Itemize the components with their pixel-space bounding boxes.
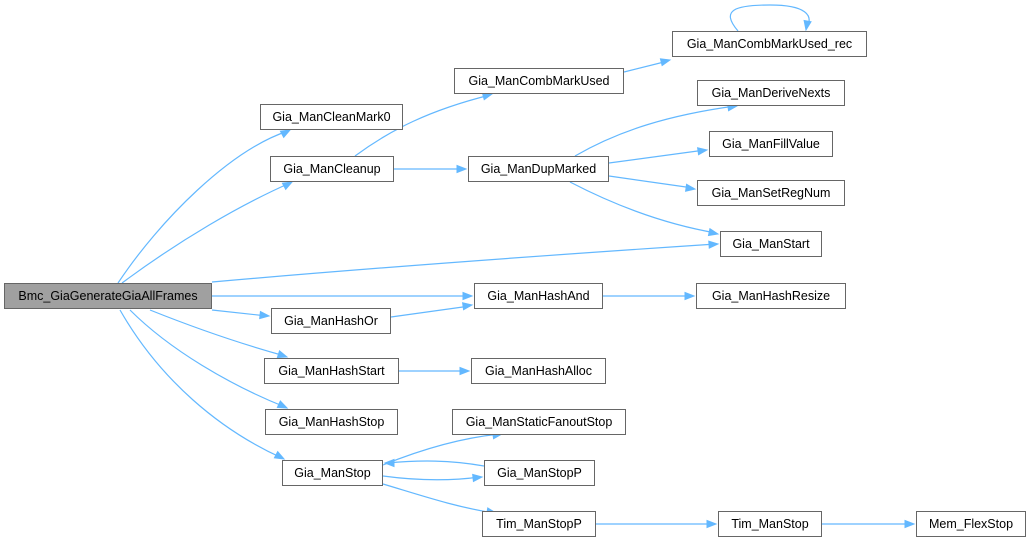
node-gia-man-hash-start[interactable]: Gia_ManHashStart: [264, 358, 399, 384]
edge-bmc-to-hash-and-arrowhead: [462, 291, 474, 301]
node-tim-man-stop-p[interactable]: Tim_ManStopP: [482, 511, 596, 537]
node-gia-man-start[interactable]: Gia_ManStart: [720, 231, 822, 257]
edge-hash-and-to-hash-resize-arrowhead: [684, 291, 696, 301]
edge-rec-self-loop-arrowhead: [803, 19, 812, 32]
node-gia-man-comb-mark-used-rec[interactable]: Gia_ManCombMarkUsed_rec: [672, 31, 867, 57]
edge-bmc-to-hash-and: [212, 291, 474, 301]
edge-tim-stop-to-mem-flex-stop-arrowhead: [904, 519, 916, 529]
edge-comb-mark-used-to-rec: [623, 58, 672, 73]
node-gia-man-comb-mark-used[interactable]: Gia_ManCombMarkUsed: [454, 68, 624, 94]
edge-bmc-to-hash-start: [149, 309, 289, 359]
edge-bmc-to-hash-stop: [129, 309, 289, 409]
node-gia-man-hash-and[interactable]: Gia_ManHashAnd: [474, 283, 603, 309]
node-gia-man-derive-nexts[interactable]: Gia_ManDeriveNexts: [697, 80, 845, 106]
edge-hash-and-to-hash-resize: [603, 291, 696, 301]
node-gia-man-set-reg-num[interactable]: Gia_ManSetRegNum: [697, 180, 845, 206]
node-gia-man-hash-stop[interactable]: Gia_ManHashStop: [265, 409, 398, 435]
node-gia-man-hash-resize[interactable]: Gia_ManHashResize: [696, 283, 846, 309]
edge-bmc-to-cleanup: [121, 181, 294, 284]
edge-man-stop-to-tim-stop-p: [382, 483, 498, 516]
node-gia-man-hash-or[interactable]: Gia_ManHashOr: [271, 308, 391, 334]
node-gia-man-cleanup[interactable]: Gia_ManCleanup: [270, 156, 394, 182]
edge-man-stop-to-man-stop-p: [382, 473, 484, 483]
edge-dup-marked-to-fill-value-arrowhead: [697, 147, 709, 156]
node-gia-man-stop[interactable]: Gia_ManStop: [282, 460, 383, 486]
edge-bmc-to-man-stop: [119, 309, 286, 460]
edge-rec-self-loop: [729, 4, 812, 32]
node-gia-man-clean-mark0[interactable]: Gia_ManCleanMark0: [260, 104, 403, 130]
edge-hash-or-to-hash-and: [390, 302, 474, 318]
edge-tim-stop-p-to-tim-stop: [596, 519, 718, 529]
node-gia-man-static-fanout-stop[interactable]: Gia_ManStaticFanoutStop: [452, 409, 626, 435]
edge-bmc-to-cleanup-arrowhead: [281, 181, 294, 191]
edge-dup-marked-to-fill-value: [608, 147, 709, 164]
edge-man-stop-p-to-man-stop-arrowhead: [383, 458, 395, 468]
edge-man-stop-to-man-stop-p-arrowhead: [472, 473, 484, 483]
edge-dup-marked-to-man-start: [569, 181, 720, 237]
edge-tim-stop-to-mem-flex-stop: [822, 519, 916, 529]
edge-bmc-to-hash-or-arrowhead: [259, 310, 271, 320]
node-gia-man-hash-alloc[interactable]: Gia_ManHashAlloc: [471, 358, 606, 384]
node-gia-man-fill-value[interactable]: Gia_ManFillValue: [709, 131, 833, 157]
node-bmc-gia-generate-gia-all-frames[interactable]: Bmc_GiaGenerateGiaAllFrames: [4, 283, 212, 309]
edge-bmc-to-clean-mark0: [117, 129, 292, 284]
edge-bmc-to-clean-mark0-arrowhead: [279, 129, 292, 139]
edge-tim-stop-p-to-tim-stop-arrowhead: [706, 519, 718, 529]
edge-dup-marked-to-man-start-arrowhead: [707, 227, 720, 237]
edge-bmc-to-man-start-arrowhead: [708, 240, 720, 249]
edge-cleanup-to-dup-marked: [394, 164, 468, 174]
edge-dup-marked-to-set-reg-num: [608, 175, 697, 192]
edge-cleanup-to-dup-marked-arrowhead: [456, 164, 468, 174]
edge-bmc-to-man-stop-arrowhead: [273, 450, 286, 460]
edge-comb-mark-used-to-rec-arrowhead: [659, 58, 672, 67]
edge-bmc-to-hash-stop-arrowhead: [276, 400, 289, 409]
node-mem-flex-stop[interactable]: Mem_FlexStop: [916, 511, 1026, 537]
edge-bmc-to-man-start: [211, 240, 720, 283]
edge-man-stop-p-to-man-stop: [383, 458, 485, 468]
edge-dup-marked-to-set-reg-num-arrowhead: [685, 183, 697, 192]
edge-hash-start-to-hash-alloc: [399, 366, 471, 376]
node-gia-man-dup-marked[interactable]: Gia_ManDupMarked: [468, 156, 609, 182]
node-tim-man-stop[interactable]: Tim_ManStop: [718, 511, 822, 537]
node-gia-man-stop-p[interactable]: Gia_ManStopP: [484, 460, 595, 486]
edge-bmc-to-hash-start-arrowhead: [276, 350, 289, 359]
edge-hash-start-to-hash-alloc-arrowhead: [459, 366, 471, 376]
edge-hash-or-to-hash-and-arrowhead: [462, 302, 474, 311]
edge-bmc-to-hash-or: [211, 309, 271, 320]
